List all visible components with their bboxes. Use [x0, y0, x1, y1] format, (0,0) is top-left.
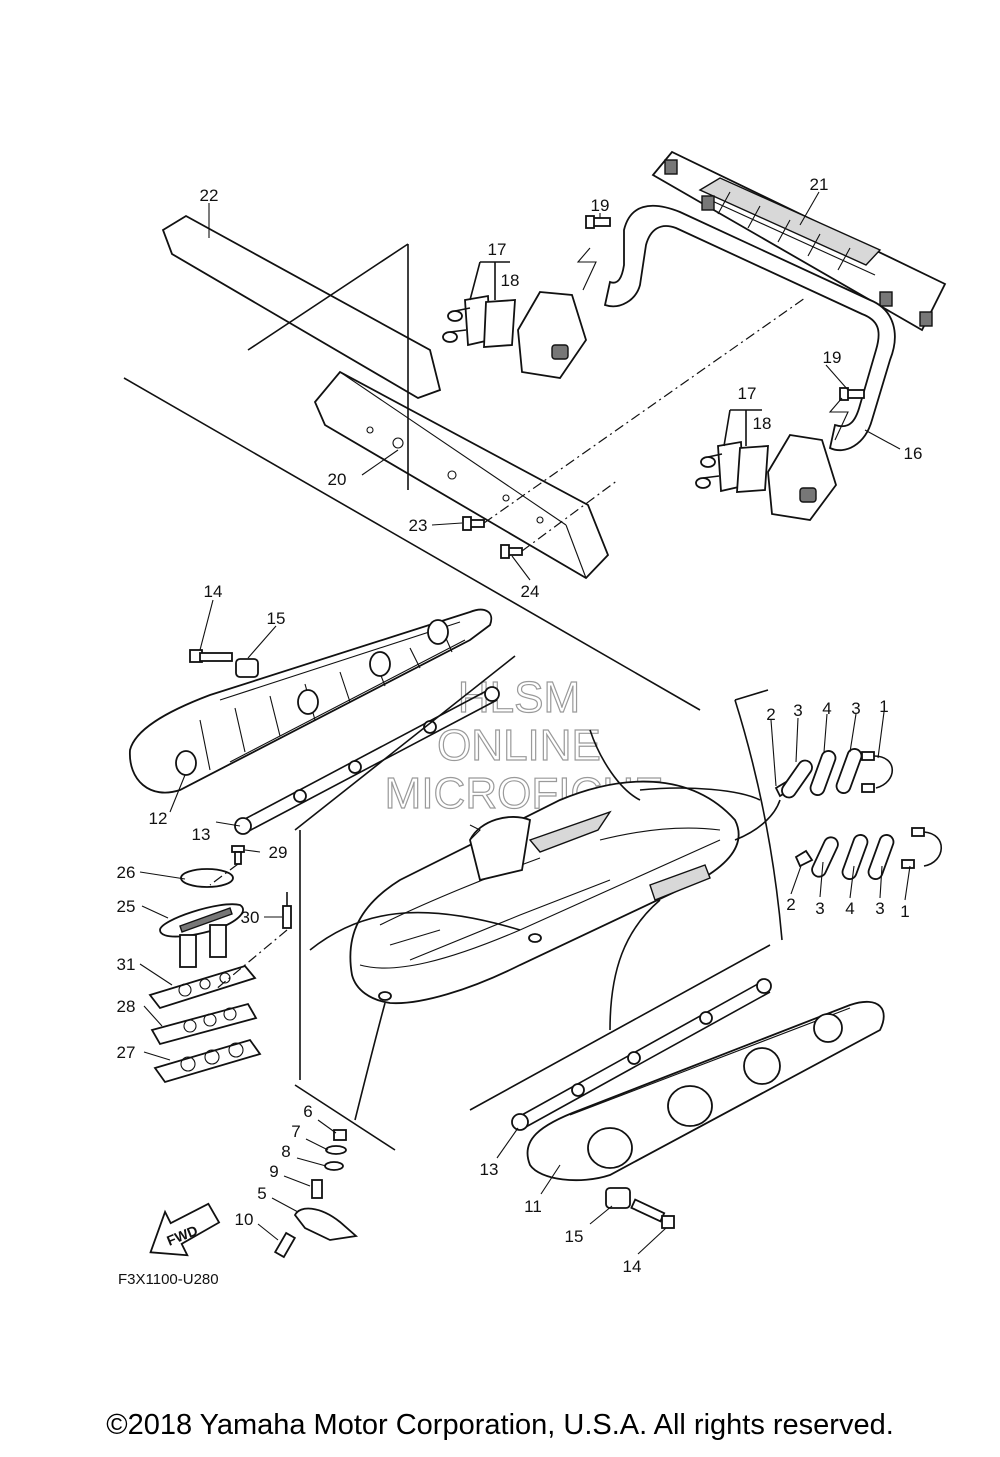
callout-31: 31 [117, 955, 136, 974]
spring-right [209, 924, 227, 958]
rail-part-13-right [511, 978, 772, 1131]
callout-14-right: 14 [623, 1257, 642, 1276]
callout-24: 24 [521, 582, 540, 601]
callout-6: 6 [303, 1102, 312, 1121]
callout-20: 20 [328, 470, 347, 489]
bolt-part-19-lower [839, 387, 865, 401]
cleat-assembly [148, 845, 292, 1084]
pad-cover-part-22 [161, 214, 442, 399]
callout-19-upper: 19 [591, 196, 610, 215]
rivet-part-30 [282, 892, 292, 929]
tow-eye-assembly [273, 1129, 359, 1259]
callout-1-lower: 1 [900, 902, 909, 921]
callout-17-upper: 17 [488, 240, 507, 259]
plate-part-18-upper [483, 299, 516, 348]
watercraft-hull [349, 780, 740, 1005]
grab-handle-tube-part-16 [603, 204, 896, 452]
tie-down-group-lower [794, 827, 942, 880]
callout-10: 10 [235, 1210, 254, 1229]
callout-30: 30 [241, 908, 260, 927]
spring-left [179, 934, 197, 968]
callout-4-upper: 4 [822, 699, 831, 718]
callout-21: 21 [810, 175, 829, 194]
callout-13-right: 13 [480, 1160, 499, 1179]
callout-8: 8 [281, 1142, 290, 1161]
plate-part-31 [148, 964, 257, 1010]
callout-11: 11 [524, 1197, 542, 1216]
callout-9: 9 [269, 1162, 278, 1181]
callout-25: 25 [117, 897, 136, 916]
watermark-line-2: ONLINE [437, 721, 601, 770]
callout-12: 12 [149, 809, 168, 828]
screw-part-23 [462, 516, 485, 531]
stud-part-9 [311, 1179, 323, 1199]
plate-part-27 [153, 1038, 262, 1084]
stud-part-17-upper [442, 294, 491, 347]
screw-part-29 [231, 845, 245, 865]
sponson-right-part-11 [526, 1000, 885, 1182]
callout-3-upper-b: 3 [851, 699, 860, 718]
callout-5: 5 [257, 1184, 266, 1203]
callout-26: 26 [117, 863, 136, 882]
right-bracket [767, 434, 837, 521]
callout-29: 29 [269, 843, 288, 862]
callout-19-lower: 19 [823, 348, 842, 367]
callout-13-left: 13 [192, 825, 211, 844]
rail-part-13-left [234, 686, 500, 835]
callout-16: 16 [904, 444, 923, 463]
callout-28: 28 [117, 997, 136, 1016]
callout-4-lower: 4 [845, 899, 854, 918]
forward-direction-arrow: FWD [149, 1202, 221, 1257]
bolt-part-14-left [189, 649, 233, 663]
callout-14-left: 14 [204, 582, 223, 601]
callout-27: 27 [117, 1043, 136, 1062]
washer-part-8 [324, 1161, 344, 1171]
callout-17-lower: 17 [738, 384, 757, 403]
collar-part-15-right [605, 1187, 631, 1209]
parts-diagram: HLSM ONLINE MICROFICHE [117, 150, 947, 1288]
plate-part-18-lower [736, 445, 769, 493]
callout-7: 7 [291, 1122, 300, 1141]
callout-23: 23 [409, 516, 428, 535]
plate-part-28 [150, 1002, 258, 1046]
watermark-line-1: HLSM [458, 673, 580, 722]
callout-2-upper: 2 [766, 705, 775, 724]
callout-1-upper: 1 [879, 697, 888, 716]
callout-15-right: 15 [565, 1227, 584, 1246]
bolt-part-19-upper [585, 215, 611, 229]
stud-part-17-lower [695, 440, 744, 493]
callout-15-left: 15 [267, 609, 286, 628]
callout-2-lower: 2 [786, 895, 795, 914]
tie-down-group-upper [774, 748, 893, 799]
grab-pad-assembly [161, 214, 806, 580]
bolt-part-14-right [630, 1198, 675, 1229]
bolt-part-10 [273, 1231, 297, 1259]
collar-part-15-left [235, 658, 259, 678]
callout-3-lower-b: 3 [875, 899, 884, 918]
sponson-left-part-12 [129, 608, 493, 794]
grab-handle-assembly [442, 150, 947, 521]
figure-code: F3X1100-U280 [118, 1271, 219, 1288]
callout-labels: 22 21 19 17 18 19 17 18 16 20 23 24 14 1… [117, 175, 923, 1276]
cleat-part-26 [180, 868, 234, 888]
screw-part-24 [500, 544, 523, 559]
callout-18-upper: 18 [501, 271, 520, 290]
copyright-notice: ©2018 Yamaha Motor Corporation, U.S.A. A… [106, 1409, 894, 1441]
callout-3-lower-a: 3 [815, 899, 824, 918]
callout-3-upper-a: 3 [793, 701, 802, 720]
callout-22: 22 [200, 186, 219, 205]
left-bracket [517, 291, 587, 379]
nut-part-6 [333, 1129, 347, 1141]
tow-eye-part-5 [293, 1207, 359, 1241]
washer-part-7 [325, 1145, 347, 1155]
callout-18-lower: 18 [753, 414, 772, 433]
grab-pad-part-20 [313, 370, 610, 580]
